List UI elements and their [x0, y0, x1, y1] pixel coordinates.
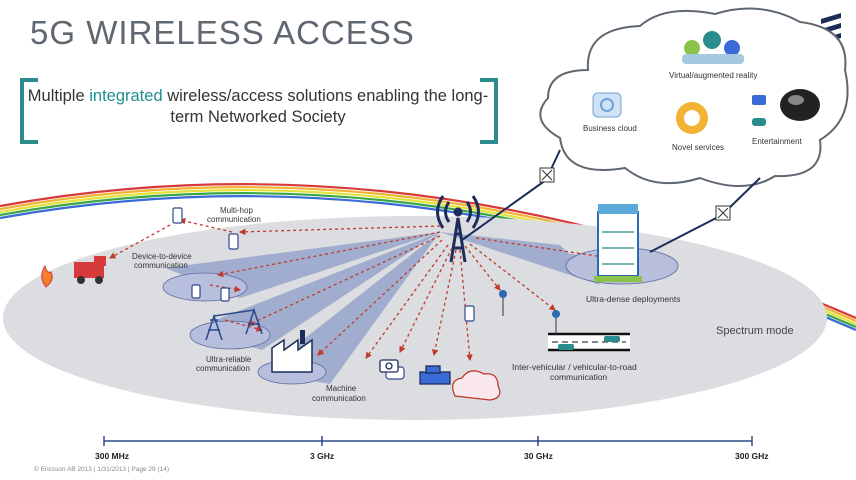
- cloud-label-novel: Novel services: [672, 143, 724, 152]
- cloud-device-icon: [452, 370, 501, 401]
- subtitle-pre: Multiple: [27, 87, 90, 105]
- axis-tick-30ghz: 30 GHz: [524, 451, 553, 461]
- fire-truck-icon: [74, 256, 106, 284]
- machine-icons: [379, 359, 451, 385]
- left-bracket: [20, 78, 38, 144]
- road-icon: [548, 310, 630, 352]
- label-d2d-1: Device-to-device: [132, 252, 192, 261]
- axis-tick-300ghz: 300 GHz: [735, 451, 769, 461]
- label-multi-hop-1: Multi-hop: [220, 206, 253, 215]
- cloud-label-vr: Virtual/augmented reality: [669, 71, 757, 80]
- flame-icon: [41, 264, 53, 288]
- subtitle-highlight: integrated: [89, 87, 163, 105]
- subtitle-line2: term Networked Society: [170, 108, 346, 126]
- cloud-label-business: Business cloud: [583, 124, 637, 133]
- page-title: 5G WIRELESS ACCESS: [30, 14, 415, 51]
- label-multi-hop-2: communication: [207, 215, 261, 224]
- label-v2x-1: Inter-vehicular / vehicular-to-road: [512, 362, 637, 372]
- label-ultra-reliable-2: communication: [196, 364, 250, 373]
- services-cloud: Virtual/augmented reality Business cloud…: [539, 7, 849, 187]
- axis-tick-3ghz: 3 GHz: [310, 451, 334, 461]
- label-spectrum: Spectrum mode: [716, 325, 794, 337]
- label-v2x-2: communication: [550, 372, 607, 382]
- label-machine-2: communication: [312, 394, 366, 403]
- label-ultra-dense: Ultra-dense deployments: [586, 294, 681, 304]
- router-icons: [539, 167, 731, 221]
- right-bracket: [480, 78, 498, 144]
- axis-tick-300mhz: 300 MHz: [95, 451, 129, 461]
- label-d2d-2: communication: [134, 261, 188, 270]
- radio-links: [109, 218, 612, 362]
- factory-icon: [271, 330, 313, 373]
- sensor-pole-icon: [499, 290, 507, 316]
- footer: © Ericsson AB 2013 | 1/31/2013 | Page 29…: [34, 466, 170, 473]
- power-grid-icon: [205, 307, 263, 341]
- label-machine-1: Machine: [326, 384, 357, 393]
- cloud-label-entertainment: Entertainment: [752, 137, 803, 146]
- subtitle-rest: wireless/access solutions enabling the l…: [162, 87, 489, 105]
- base-station-tower: [436, 195, 480, 263]
- subtitle: Multiple integrated wireless/access solu…: [14, 86, 502, 128]
- frequency-axis: 300 MHz 3 GHz 30 GHz 300 GHz: [95, 436, 769, 461]
- label-ultra-reliable-1: Ultra-reliable: [206, 355, 252, 364]
- building-icon: [594, 204, 642, 282]
